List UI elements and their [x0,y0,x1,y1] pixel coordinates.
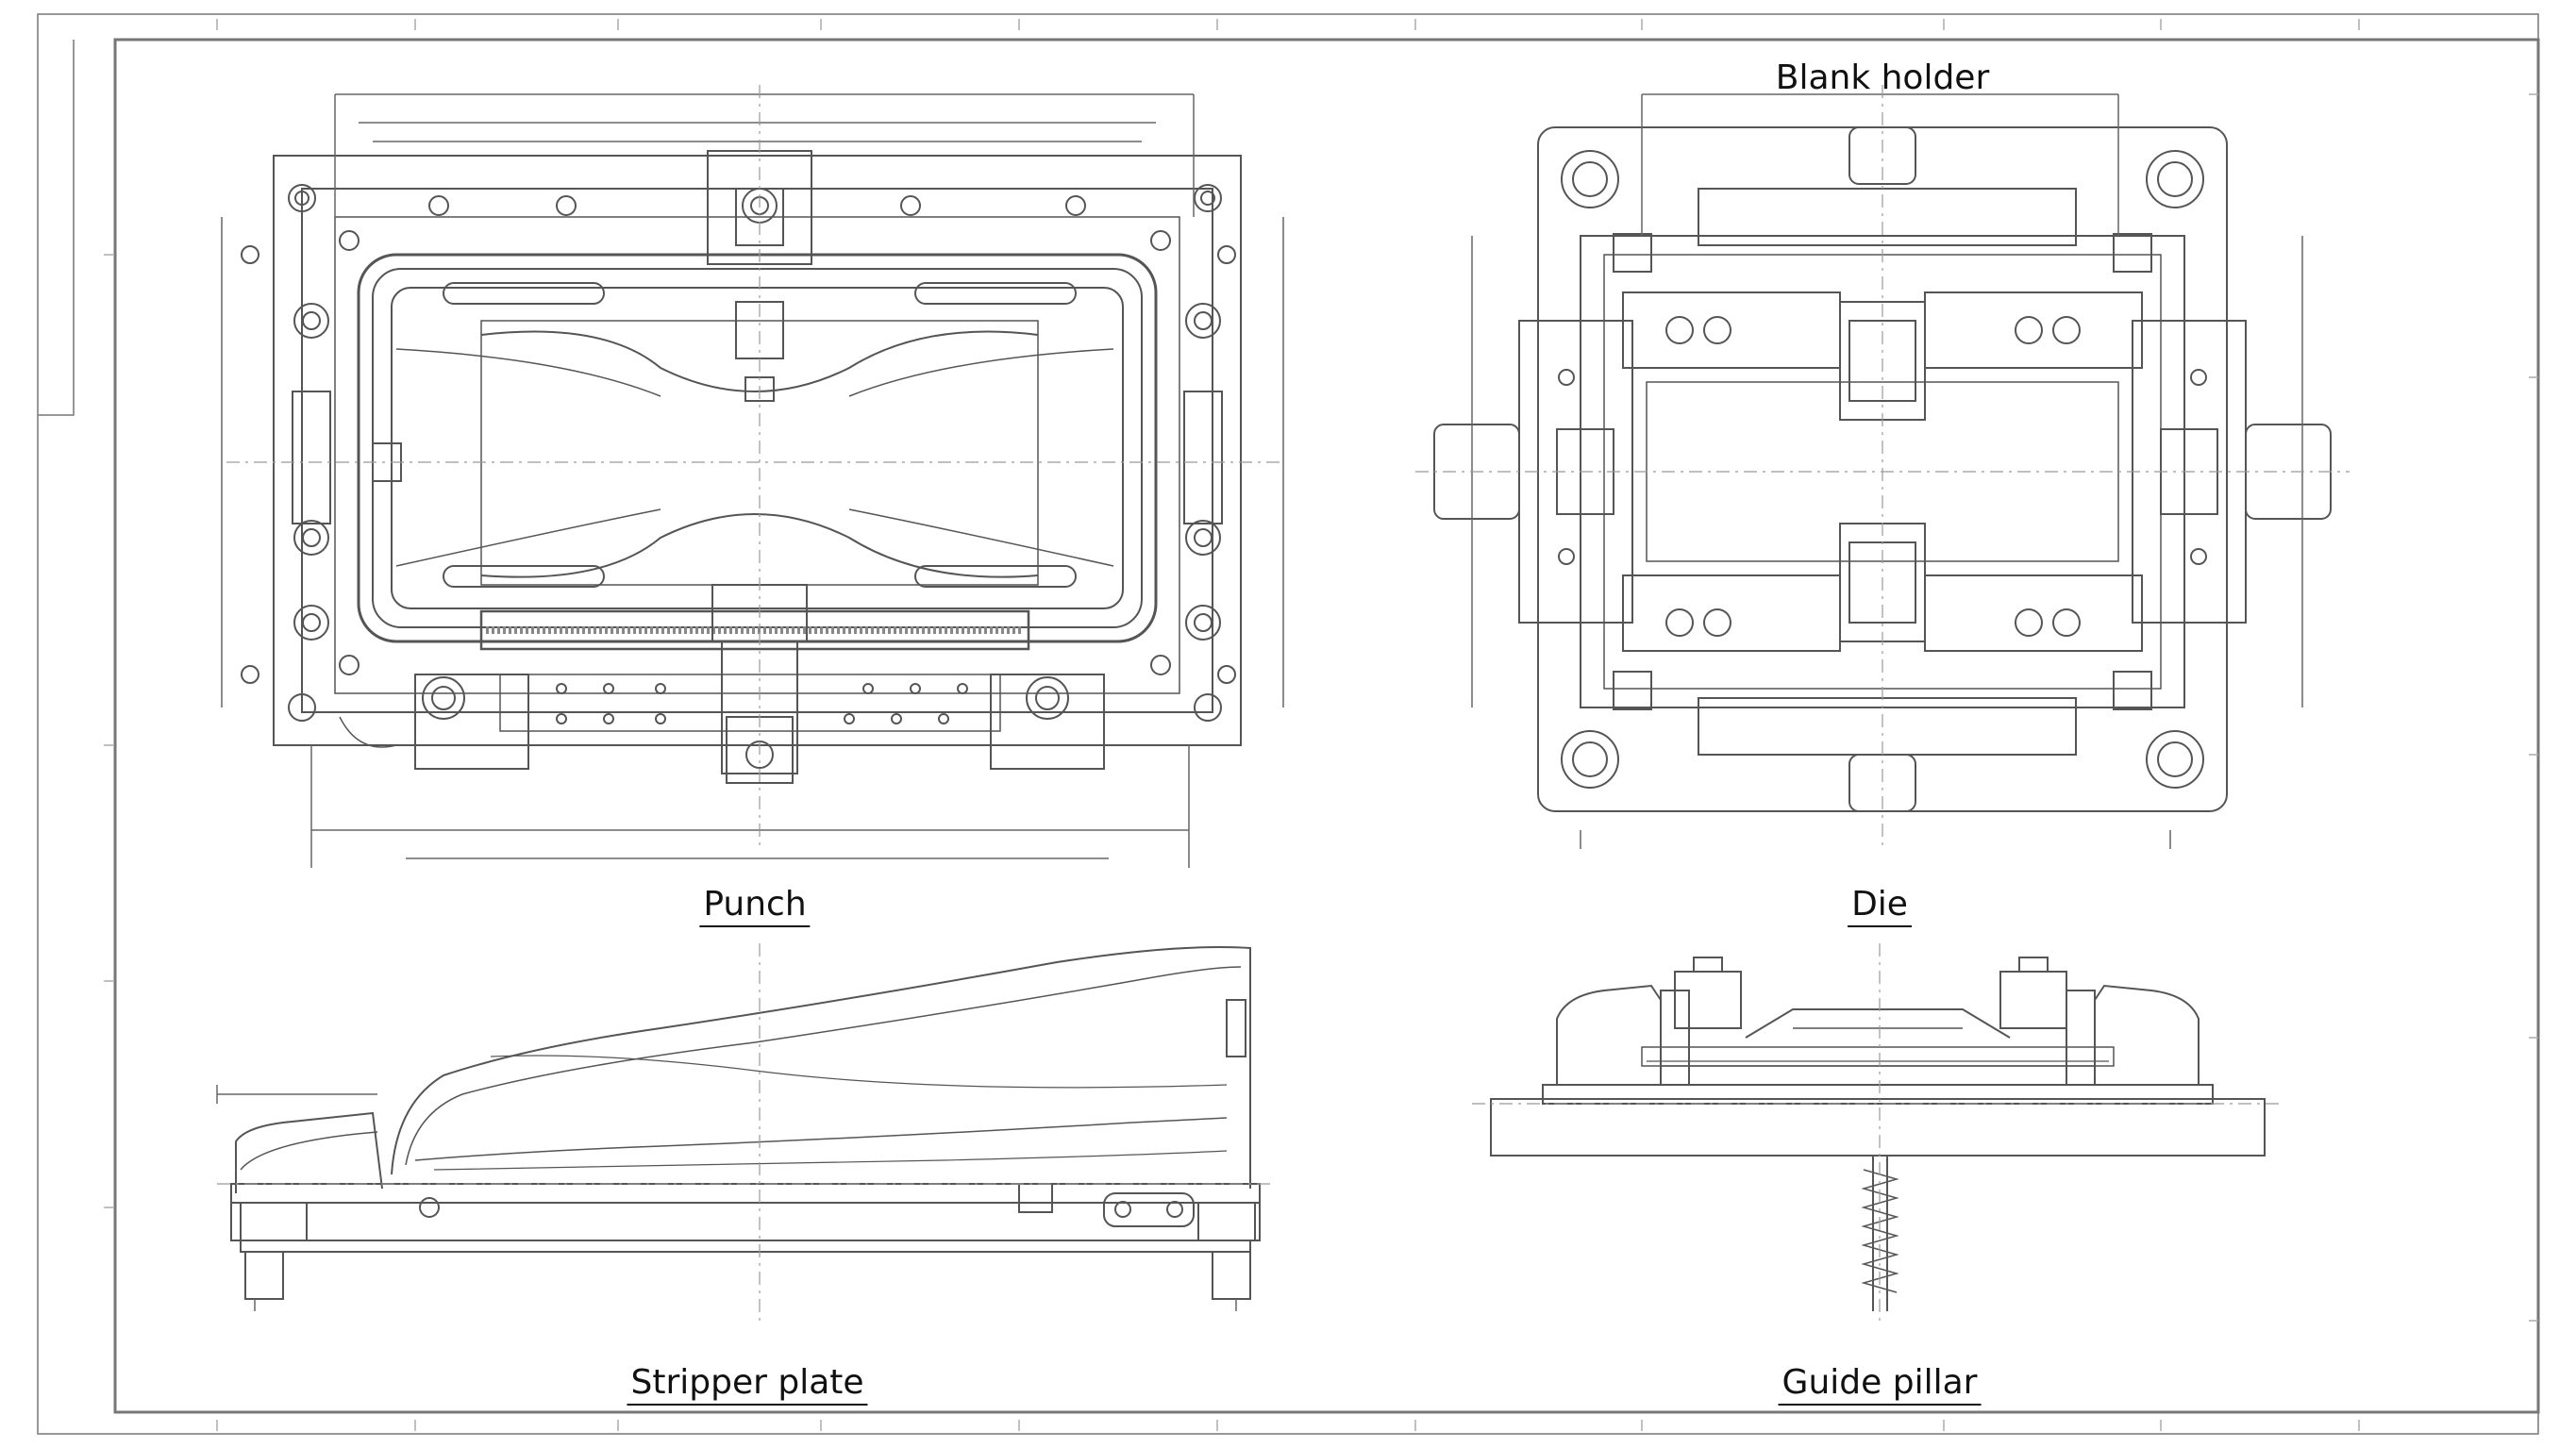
die-label: Die [1848,885,1912,927]
punch-label: Punch [699,885,811,927]
drawing-frame [38,14,2538,1434]
die-drawing [1415,85,2350,849]
guide-pillar-drawing [1472,943,2283,1321]
blank-holder-label: Blank holder [1775,58,1990,97]
guide-pillar-label: Guide pillar [1778,1363,1982,1406]
punch-drawing [222,85,1283,868]
stripper-plate-drawing [217,943,1274,1321]
stripper-plate-label: Stripper plate [627,1363,868,1406]
